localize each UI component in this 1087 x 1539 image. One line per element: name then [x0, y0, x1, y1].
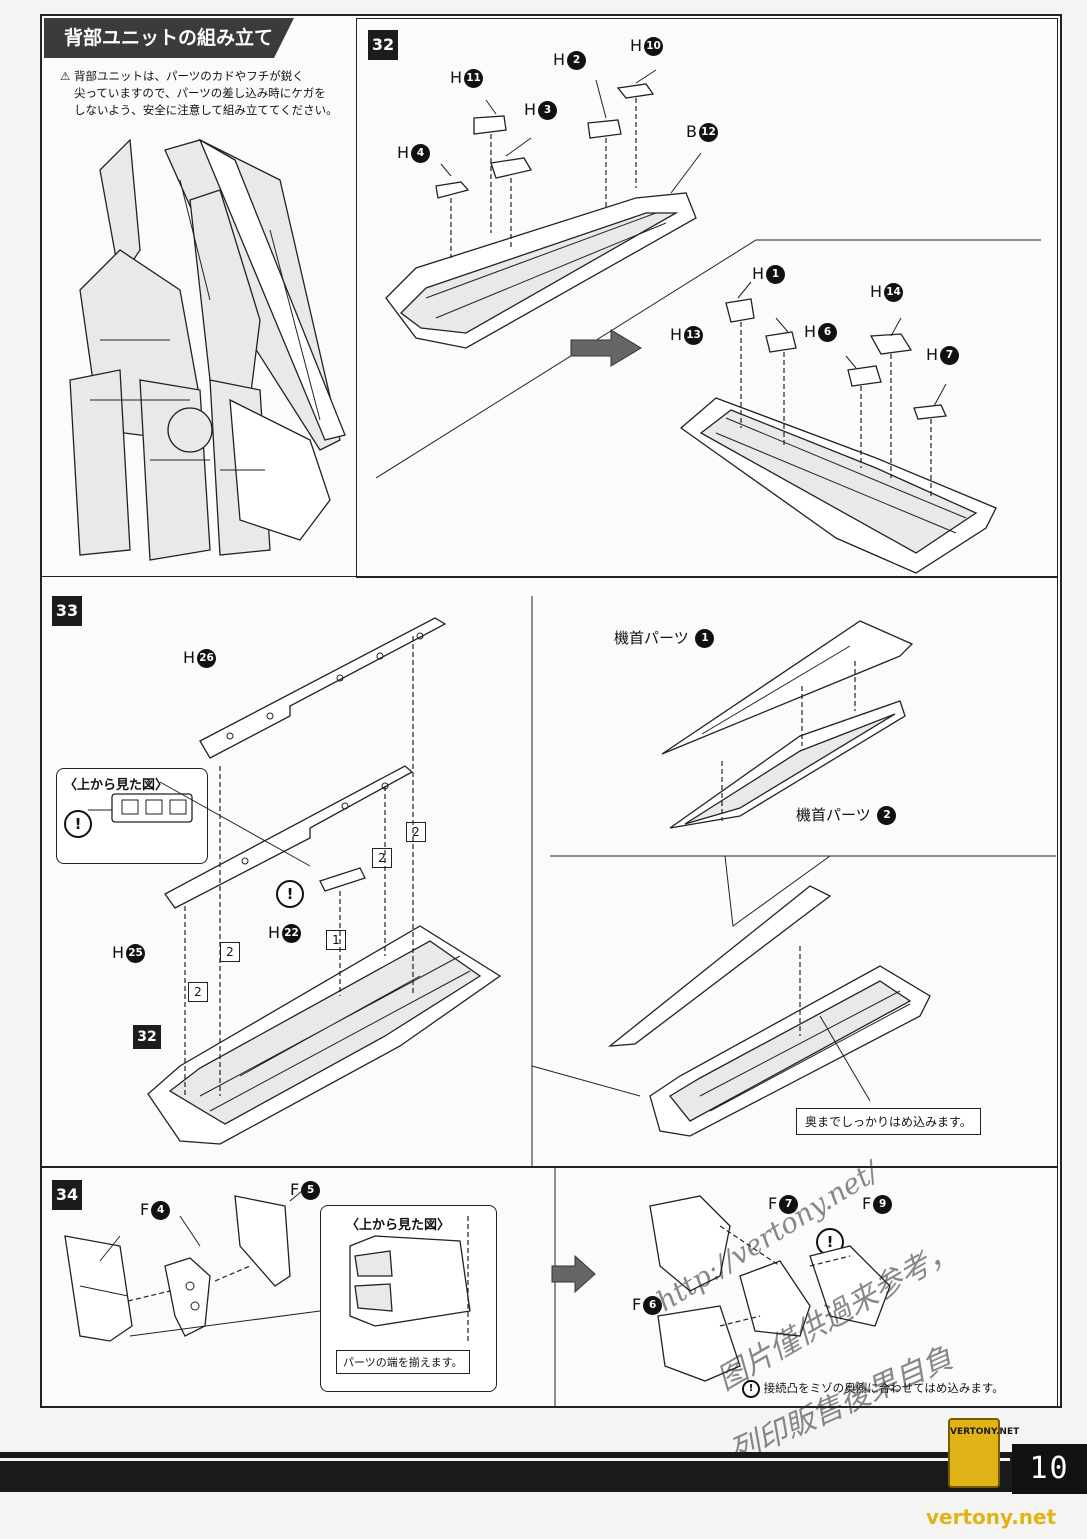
section-title: 背部ユニットの組み立て	[44, 18, 294, 58]
step-number-32: 32	[368, 30, 398, 60]
warning-line: ⚠ 背部ユニットは、パーツのカドやフチが鋭く	[60, 69, 304, 83]
step-33-diagram	[88, 596, 1056, 1166]
nose-part-1-label: 機首パーツ 1	[614, 628, 715, 648]
step-34-diagram	[64, 1166, 891, 1406]
warning-line: しないよう、安全に注意して組み立ててください。	[74, 103, 338, 117]
caution-icon: !	[276, 880, 304, 908]
snap-fit-note: 奥までしっかりはめ込みます。	[796, 1108, 981, 1135]
top-view-title: 〈上から見た図〉	[64, 778, 169, 793]
caution-icon: !	[742, 1379, 760, 1398]
page-number: 10	[1012, 1444, 1087, 1494]
align-ends-note: パーツの端を揃えます。	[336, 1350, 470, 1374]
step-number-33: 33	[52, 596, 82, 626]
order-mark-2: 2	[372, 848, 392, 868]
safety-warning: ⚠ 背部ユニットは、パーツのカドやフチが鋭く 尖っていますので、パーツの差し込み…	[60, 68, 340, 119]
vertony-logo: VERTONY.NET	[948, 1418, 1019, 1488]
step-34-panel	[40, 1166, 1058, 1408]
step-33-panel	[40, 576, 1058, 1168]
site-url: vertony.net	[926, 1505, 1057, 1529]
robot-back-illustration	[69, 138, 346, 561]
order-mark-2: 2	[220, 942, 240, 962]
step-number-34: 34	[52, 1180, 82, 1210]
order-mark-2: 2	[406, 822, 426, 842]
footer-stripe	[0, 1458, 1010, 1461]
order-mark-1: 1	[326, 930, 346, 950]
step-32-panel	[356, 18, 1058, 578]
order-mark-2: 2	[188, 982, 208, 1002]
step-reference-32: 32	[133, 1025, 161, 1049]
nose-part-2-label: 機首パーツ 2	[796, 805, 897, 825]
next-arrow	[551, 1254, 596, 1294]
insertion-note: ! 接続凸をミゾの奥側に合わせてはめ込みます。	[742, 1378, 1004, 1398]
step-32-diagram	[375, 69, 1041, 574]
next-arrow	[570, 329, 642, 367]
top-view-title: 〈上から見た図〉	[346, 1218, 451, 1233]
warning-line: 尖っていますので、パーツの差し込み時にケガを	[74, 86, 326, 100]
caution-icon: !	[64, 810, 92, 838]
